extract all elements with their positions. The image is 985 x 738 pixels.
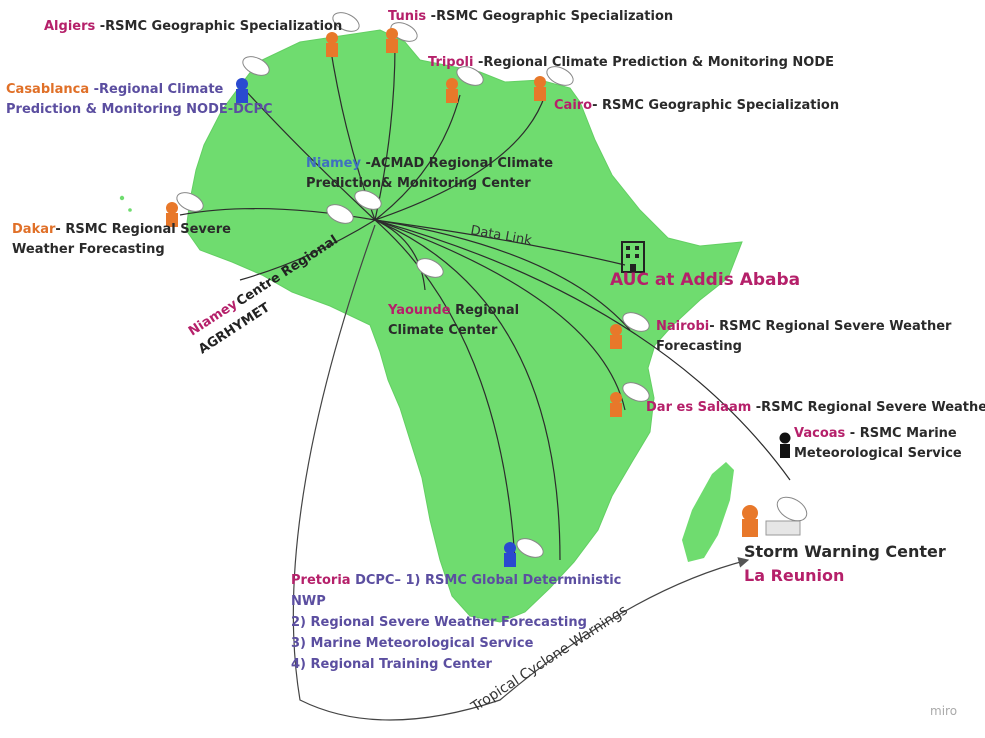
casablanca-desc2: Prediction & Monitoring NODE-DCPC — [6, 102, 273, 117]
orange-tower-icon — [446, 78, 458, 103]
vacoas-desc1: - RSMC Marine — [845, 426, 957, 441]
yaounde-desc1: Regional — [450, 303, 520, 318]
radar-dish-icon — [390, 22, 418, 42]
cairo-desc: - RSMC Geographic Specialization — [592, 98, 840, 113]
reunion-line1: Storm Warning Center — [744, 542, 946, 561]
pretoria-desc5: 4) Regional Training Center — [291, 657, 492, 672]
storm-center-icon — [742, 496, 808, 537]
orange-tower-icon — [326, 32, 338, 57]
orange-tower-icon — [386, 28, 398, 53]
niamey-acmad-desc1: -ACMAD Regional Climate — [360, 156, 554, 171]
tunis-name: Tunis — [388, 9, 427, 24]
pretoria-desc1: DCPC– 1) RSMC Global Deterministic — [350, 573, 622, 588]
orange-tower-icon — [610, 392, 622, 417]
blue-tower-icon — [236, 78, 248, 103]
dakar-desc1: - RSMC Regional Severe — [55, 222, 231, 237]
casablanca-name: Casablanca — [6, 82, 90, 97]
madagascar — [682, 462, 734, 562]
dakar-label: Dakar- RSMC Regional Severe Weather Fore… — [12, 220, 231, 260]
radar-dish-icon — [332, 12, 360, 32]
niamey-acmad-name: Niamey — [306, 156, 361, 171]
vacoas-station-icon — [779, 432, 791, 458]
dakar-desc2: Weather Forecasting — [12, 242, 165, 257]
vacoas-name: Vacoas — [794, 426, 846, 441]
radar-dish-icon — [622, 312, 650, 332]
vacoas-label: Vacoas - RSMC Marine Meteorological Serv… — [794, 424, 962, 464]
yaounde-label: Yaounde Regional Climate Center — [388, 301, 519, 341]
casablanca-desc1: -Regional Climate — [89, 82, 224, 97]
radar-dish-icon — [516, 538, 544, 558]
radar-dish-icon — [622, 382, 650, 402]
miro-watermark: miro — [930, 704, 958, 718]
algiers-name: Algiers — [44, 19, 96, 34]
nairobi-name: Nairobi — [656, 319, 710, 334]
orange-tower-icon — [534, 76, 546, 101]
orange-tower-icon — [610, 324, 622, 349]
casablanca-label: Casablanca -Regional Climate Prediction … — [6, 80, 273, 120]
tripoli-label: Tripoli -Regional Climate Prediction & M… — [428, 53, 834, 73]
nairobi-desc2: Forecasting — [656, 339, 742, 354]
orange-tower-icon — [166, 202, 178, 227]
tower-icons — [166, 28, 622, 567]
pretoria-desc2: NWP — [291, 594, 326, 609]
cairo-label: Cairo- RSMC Geographic Specialization — [554, 96, 839, 116]
auc-name: AUC at Addis Ababa — [610, 270, 801, 290]
pretoria-name: Pretoria — [291, 573, 351, 588]
nairobi-label: Nairobi- RSMC Regional Severe Weather Fo… — [656, 317, 951, 357]
cape-verde-islands — [119, 195, 125, 201]
radar-dish-icon — [242, 56, 270, 76]
radar-dish-icon — [326, 204, 354, 224]
niamey-acmad-desc2: Prediction& Monitoring Center — [306, 176, 531, 191]
dar-name: Dar es Salaam — [646, 400, 752, 415]
radar-dish-icon — [176, 192, 204, 212]
africa-landmass — [185, 29, 743, 623]
dar-desc: -RSMC Regional Severe Weather — [751, 400, 985, 415]
islet — [128, 208, 132, 212]
radar-dish-icon — [546, 66, 574, 86]
radar-dish-icon — [354, 190, 382, 210]
pretoria-label: Pretoria DCPC– 1) RSMC Global Determinis… — [291, 570, 621, 675]
reunion-label: Storm Warning Center La Reunion — [744, 540, 946, 588]
dish-icons — [176, 12, 650, 558]
yaounde-name: Yaounde — [388, 303, 451, 318]
reunion-line2: La Reunion — [744, 566, 845, 585]
radar-dish-icon — [416, 258, 444, 278]
pretoria-desc3: 2) Regional Severe Weather Forecasting — [291, 615, 587, 630]
tunis-label: Tunis -RSMC Geographic Specialization — [388, 7, 673, 27]
niamey-acmad-label: Niamey -ACMAD Regional Climate Predictio… — [306, 154, 553, 194]
tunis-desc: -RSMC Geographic Specialization — [426, 9, 674, 24]
pretoria-desc4: 3) Marine Meteorological Service — [291, 636, 534, 651]
tripoli-name: Tripoli — [428, 55, 474, 70]
vacoas-desc2: Meteorological Service — [794, 446, 962, 461]
dar-label: Dar es Salaam -RSMC Regional Severe Weat… — [646, 398, 985, 418]
algiers-desc: -RSMC Geographic Specialization — [95, 19, 343, 34]
dakar-name: Dakar — [12, 222, 56, 237]
building-icon — [621, 241, 645, 273]
cairo-name: Cairo — [554, 98, 593, 113]
algiers-label: Algiers -RSMC Geographic Specialization — [44, 17, 342, 37]
blue-tower-icon — [504, 542, 516, 567]
radar-dish-icon — [456, 66, 484, 86]
tropical-cyclone-arc — [292, 224, 750, 721]
yaounde-desc2: Climate Center — [388, 323, 498, 338]
auc-label: AUC at Addis Ababa — [610, 268, 800, 292]
tripoli-desc: -Regional Climate Prediction & Monitorin… — [473, 55, 834, 70]
nairobi-desc1: - RSMC Regional Severe Weather — [709, 319, 952, 334]
